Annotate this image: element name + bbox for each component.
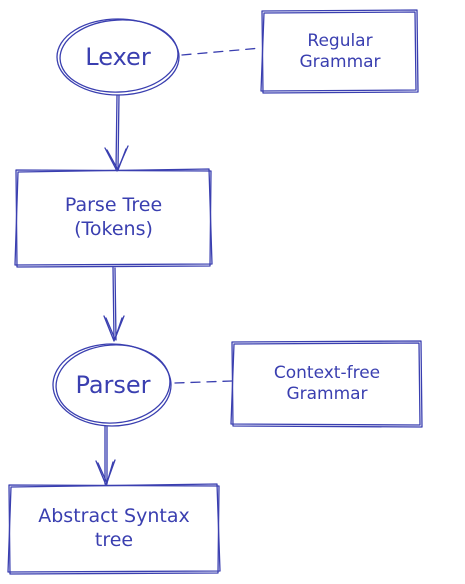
context-free-grammar-node [230, 340, 423, 428]
lexer-to-regular-grammar-connector [181, 47, 262, 56]
parse-tree-node [14, 168, 213, 268]
regular-grammar-node [260, 9, 419, 94]
lexer-node [56, 18, 180, 96]
parser-node [52, 343, 172, 427]
parser-label: Parser [75, 371, 151, 399]
parse-tree-label: Parse Tree (Tokens) [64, 194, 163, 240]
lexer-label: Lexer [85, 43, 151, 71]
regular-grammar-label: Regular Grammar [299, 30, 381, 72]
lexer-to-parse-tree-arrow [104, 94, 129, 172]
ast-node [7, 483, 221, 575]
parser-to-context-free-grammar-connector [174, 380, 233, 384]
context-free-grammar-label: Context-free Grammar [273, 362, 381, 404]
parse-tree-to-parser-arrow [103, 266, 125, 342]
ast-label: Abstract Syntax tree [38, 505, 190, 551]
parser-to-ast-arrow [95, 425, 116, 486]
